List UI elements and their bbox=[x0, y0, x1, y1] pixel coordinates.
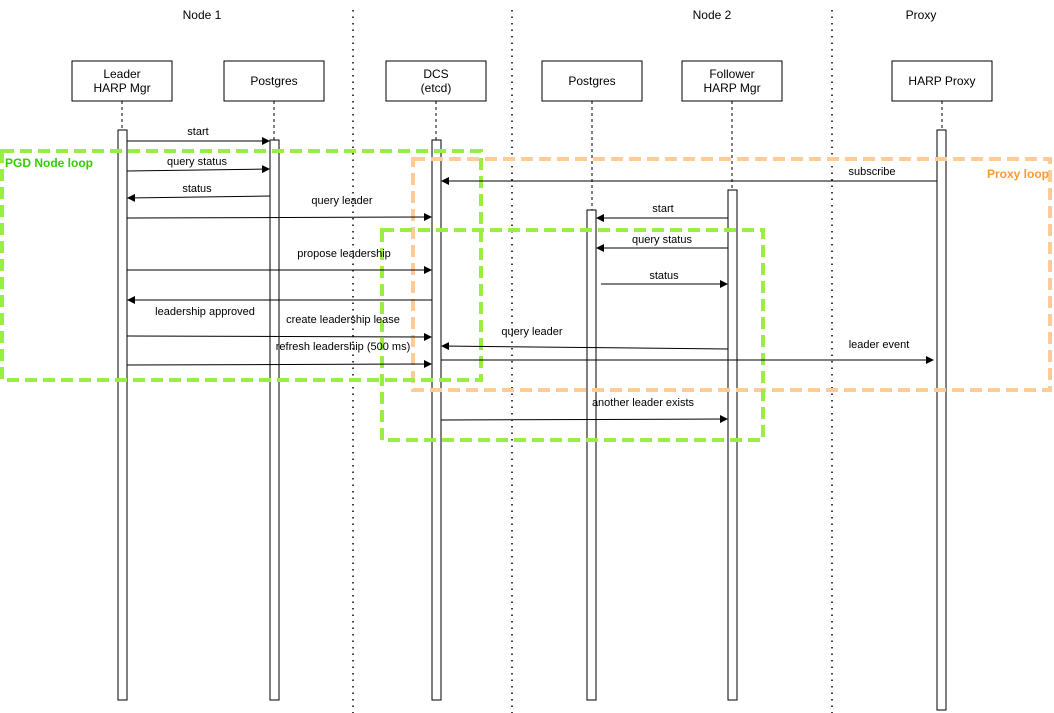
participant-label: HARP Proxy bbox=[908, 74, 975, 88]
participant-label: Follower bbox=[709, 67, 754, 81]
activation-bars bbox=[117, 129, 947, 711]
message-label-start: start bbox=[652, 203, 673, 215]
activation-postgres-node2 bbox=[586, 209, 597, 701]
message-label-another-leader-exists: another leader exists bbox=[592, 397, 695, 409]
region-label-proxy: Proxy bbox=[906, 8, 937, 22]
participant-dcs: DCS (etcd) bbox=[385, 60, 487, 102]
proxy-loop-frame bbox=[411, 157, 1052, 392]
participant-label: (etcd) bbox=[421, 81, 452, 95]
message-labels: start query status status query leader p… bbox=[155, 126, 909, 409]
pgd-node-loop-frame-bottom bbox=[380, 228, 765, 442]
participant-postgres-node2: Postgres bbox=[541, 60, 643, 102]
message-label-start: start bbox=[187, 126, 208, 138]
participant-postgres-node1: Postgres bbox=[223, 60, 325, 102]
participant-harp-proxy: HARP Proxy bbox=[891, 60, 993, 102]
message-label-status: status bbox=[649, 270, 679, 282]
lifelines bbox=[121, 101, 943, 210]
participant-label: Postgres bbox=[568, 74, 615, 88]
region-label-node1: Node 1 bbox=[183, 8, 222, 22]
activation-harp-proxy bbox=[936, 129, 947, 711]
participant-leader-harp-mgr: Leader HARP Mgr bbox=[71, 60, 173, 102]
message-label-query-leader: query leader bbox=[311, 195, 372, 207]
message-label-leader-event: leader event bbox=[849, 339, 910, 351]
message-label-query-status: query status bbox=[167, 156, 227, 168]
activation-follower bbox=[727, 189, 738, 701]
message-label-query-status: query status bbox=[632, 234, 692, 246]
pgd-node-loop-frame-top bbox=[0, 149, 483, 382]
message-arrow bbox=[126, 213, 432, 222]
message-arrow bbox=[441, 342, 729, 351]
messages bbox=[126, 137, 937, 424]
pgd-node-loop-label: PGD Node loop bbox=[5, 156, 93, 170]
participant-label: HARP Mgr bbox=[93, 81, 150, 95]
proxy-loop-label: Proxy loop bbox=[987, 167, 1049, 181]
message-label-refresh-leadership: refresh leadership (500 ms) bbox=[276, 341, 411, 353]
message-arrow bbox=[126, 165, 270, 174]
participant-label: HARP Mgr bbox=[703, 81, 760, 95]
message-label-create-leadership-lease: create leadership lease bbox=[286, 314, 400, 326]
participant-label: DCS bbox=[423, 67, 448, 81]
activation-dcs bbox=[431, 139, 442, 701]
message-label-query-leader: query leader bbox=[501, 326, 562, 338]
message-arrow bbox=[127, 193, 271, 202]
message-arrow bbox=[440, 415, 728, 424]
activation-postgres-node1 bbox=[269, 139, 280, 701]
message-label-leadership-approved: leadership approved bbox=[155, 306, 255, 318]
region-label-node2: Node 2 bbox=[693, 8, 732, 22]
participant-label: Postgres bbox=[250, 74, 297, 88]
message-arrow bbox=[126, 332, 432, 341]
message-label-propose-leadership: propose leadership bbox=[297, 248, 391, 260]
participant-follower-harp-mgr: Follower HARP Mgr bbox=[681, 60, 783, 102]
message-label-subscribe: subscribe bbox=[848, 166, 895, 178]
message-arrow bbox=[126, 360, 432, 369]
participant-label: Leader bbox=[103, 67, 140, 81]
message-label-status: status bbox=[182, 183, 212, 195]
activation-leader bbox=[117, 129, 128, 701]
